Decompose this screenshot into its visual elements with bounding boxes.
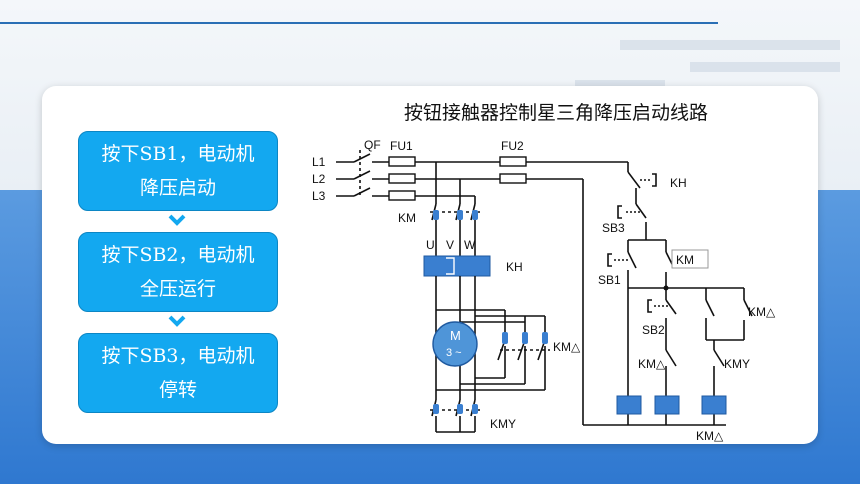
label-u: U: [426, 238, 435, 252]
label-km-y-il: KMY: [724, 357, 750, 371]
step-1-line2: 降压启动: [139, 177, 216, 199]
label-km-delta-ctrl: KM△: [748, 305, 776, 319]
chevron-down-icon: [168, 315, 186, 327]
label-w: W: [464, 238, 476, 252]
label-fu2: FU2: [501, 139, 524, 153]
step-3-line1: 按下SB3，电动机: [101, 345, 255, 367]
step-box-1: 按下SB1，电动机 降压启动: [78, 131, 278, 211]
step-1-line1: 按下SB1，电动机: [101, 143, 255, 165]
label-kh-ctrl: KH: [670, 176, 687, 190]
label-km-delta-main: KM△: [553, 340, 581, 354]
label-kh-main: KH: [506, 260, 523, 274]
step-box-3: 按下SB3，电动机 停转: [78, 333, 278, 413]
label-l1: L1: [312, 155, 326, 169]
label-fu1: FU1: [390, 139, 413, 153]
label-sb2: SB2: [642, 323, 665, 337]
label-motor: M: [450, 328, 461, 343]
label-km-main: KM: [398, 211, 416, 225]
decor-bar: [690, 62, 840, 72]
label-sb3: SB3: [602, 221, 625, 235]
label-l3: L3: [312, 189, 326, 203]
label-qf: QF: [364, 138, 381, 152]
label-km-y-main: KMY: [490, 417, 516, 431]
header-rule: [0, 22, 718, 24]
step-2-line2: 全压运行: [139, 278, 216, 300]
decor-bar: [620, 40, 840, 50]
step-3-line2: 停转: [158, 379, 197, 401]
chevron-down-icon: [168, 214, 186, 226]
label-motor-phase: 3 ~: [446, 347, 462, 359]
label-km-delta-bottom: KM△: [696, 429, 724, 443]
label-sb1: SB1: [598, 273, 621, 287]
diagram-title: 按钮接触器控制星三角降压启动线路: [403, 102, 708, 124]
label-km-delta-il: KM△: [638, 357, 666, 371]
label-km-box: KM: [676, 253, 694, 267]
decor-bar: [575, 80, 665, 88]
step-box-2: 按下SB2，电动机 全压运行: [78, 232, 278, 312]
label-l2: L2: [312, 172, 326, 186]
label-v: V: [446, 238, 454, 252]
step-2-line1: 按下SB2，电动机: [101, 244, 255, 266]
